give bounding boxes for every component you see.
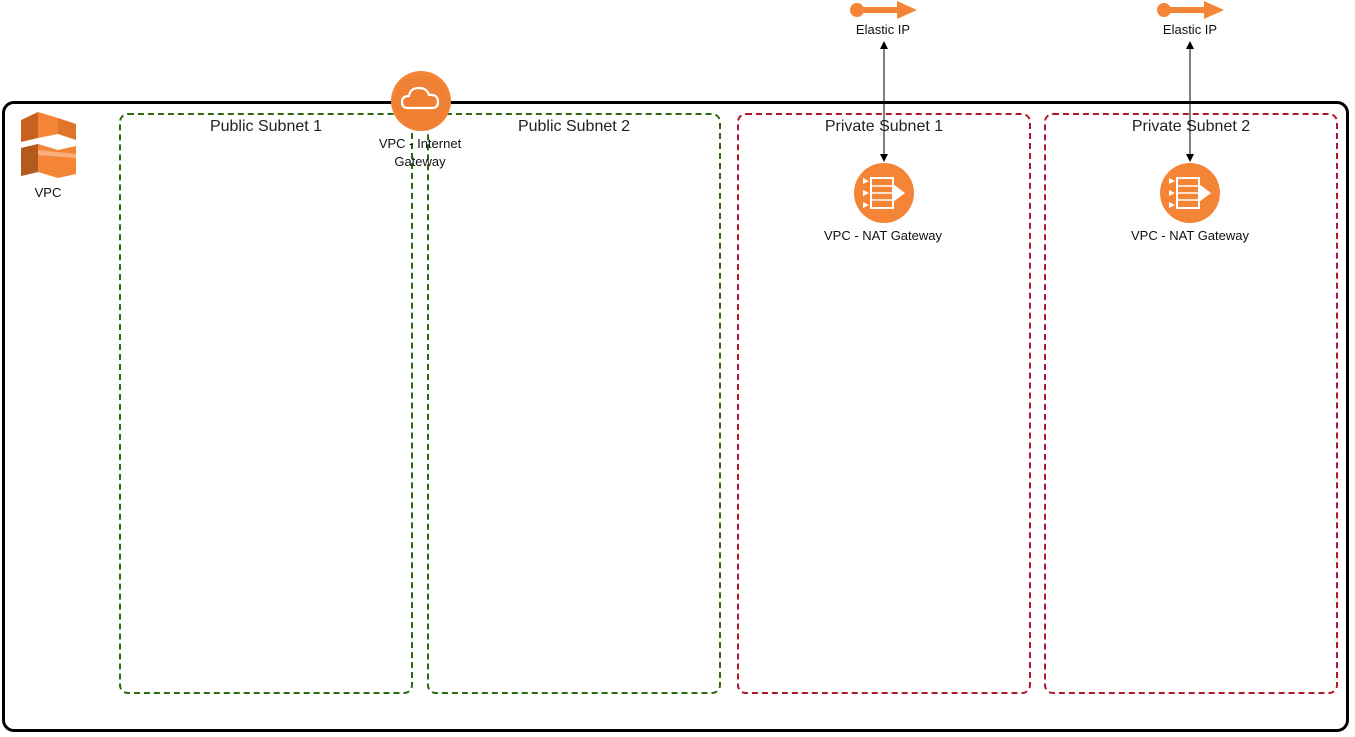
nat-gateway-icon[interactable]	[853, 162, 915, 224]
elastic-ip-icon[interactable]	[1156, 0, 1226, 20]
nat-gateway-2-label: VPC - NAT Gateway	[1131, 228, 1249, 243]
public-subnet-1[interactable]	[119, 113, 413, 694]
vpc-container[interactable]	[2, 101, 1349, 732]
elastic-ip-icon[interactable]	[849, 0, 919, 20]
nat-gateway-1-label: VPC - NAT Gateway	[824, 228, 942, 243]
elastic-ip-1-label: Elastic IP	[855, 22, 911, 37]
public-subnet-1-title: Public Subnet 1	[209, 118, 323, 135]
vpc-icon	[21, 112, 76, 178]
internet-gateway-label-line1: VPC - Internet	[378, 136, 462, 151]
vpc-label: VPC	[34, 185, 62, 200]
internet-gateway-label-line2: Gateway	[394, 154, 446, 169]
public-subnet-2[interactable]	[427, 113, 721, 694]
public-subnet-2-title: Public Subnet 2	[517, 118, 631, 135]
elastic-ip-2-label: Elastic IP	[1162, 22, 1218, 37]
cloud-icon[interactable]	[390, 70, 452, 132]
nat-gateway-icon[interactable]	[1159, 162, 1221, 224]
